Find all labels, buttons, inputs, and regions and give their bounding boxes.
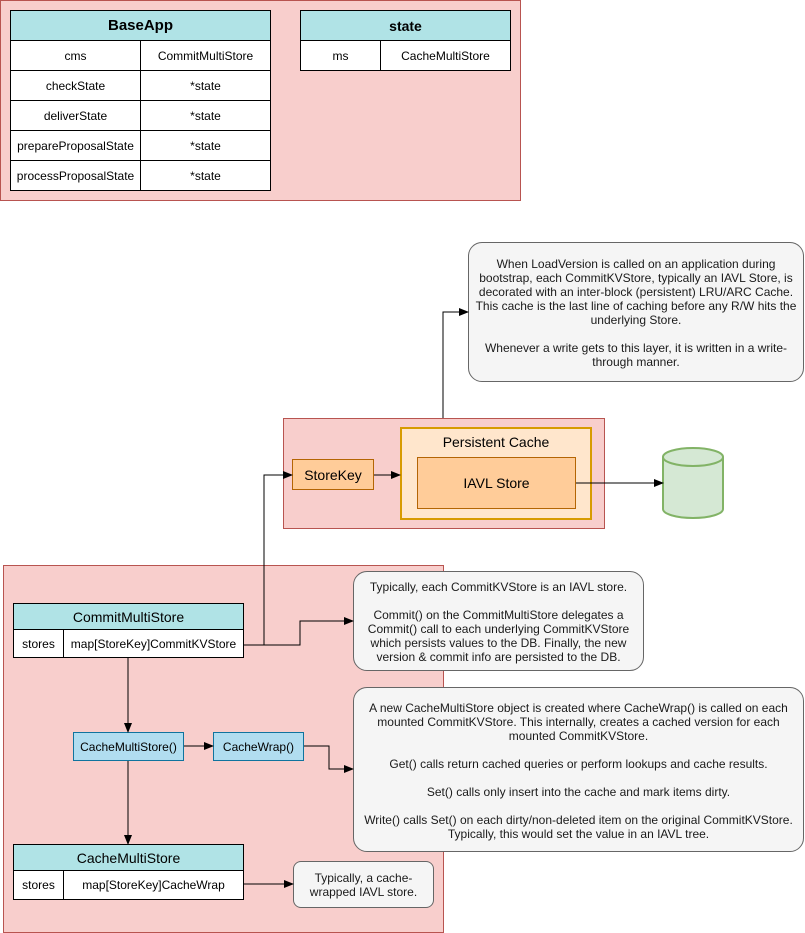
load-version-note-text-1: When LoadVersion is called on an applica… <box>475 257 797 327</box>
cache-note-text-1: A new CacheMultiStore object is created … <box>369 701 788 743</box>
cache-multistore-field: stores <box>13 870 64 900</box>
commit-note-text-2: Commit() on the CommitMultiStore delegat… <box>367 608 630 664</box>
commit-multistore-field: stores <box>13 629 64 658</box>
cache-multistore-title: CacheMultiStore <box>13 844 244 871</box>
state-row-ms-type: CacheMultiStore <box>380 40 511 71</box>
cache-wrap-note-text: Typically, a cache-wrapped IAVL store. <box>309 871 418 899</box>
commit-multistore-title: CommitMultiStore <box>13 603 244 630</box>
cache-note-text-3: Set() calls only insert into the cache a… <box>426 785 731 799</box>
cache-note-text-2: Get() calls return cached queries or per… <box>389 757 768 771</box>
cache-multistore-fn: CacheMultiStore() <box>73 732 184 761</box>
baseapp-row-deliverstate-name: deliverState <box>10 100 141 131</box>
commit-note-text-1: Typically, each CommitKVStore is an IAVL… <box>369 580 628 594</box>
state-title: state <box>300 10 511 41</box>
commit-multistore-type: map[StoreKey]CommitKVStore <box>63 629 244 658</box>
baseapp-row-checkstate-type: *state <box>140 70 271 101</box>
baseapp-row-cms-name: cms <box>10 40 141 71</box>
cache-multistore-type: map[StoreKey]CacheWrap <box>63 870 244 900</box>
store-key-box: StoreKey <box>292 459 374 490</box>
cache-wrap-note: Typically, a cache-wrapped IAVL store. <box>293 861 434 908</box>
cache-note-text-4: Write() calls Set() on each dirty/non-de… <box>364 813 793 841</box>
persistent-cache-title: Persistent Cache <box>442 434 550 450</box>
state-row-ms-name: ms <box>300 40 381 71</box>
cache-wrap-fn: CacheWrap() <box>213 732 304 761</box>
baseapp-row-cms-type: CommitMultiStore <box>140 40 271 71</box>
baseapp-row-deliverstate-type: *state <box>140 100 271 131</box>
load-version-note: When LoadVersion is called on an applica… <box>468 242 804 382</box>
cache-note: A new CacheMultiStore object is created … <box>353 687 804 852</box>
iavl-store-box: IAVL Store <box>417 457 576 509</box>
baseapp-row-processproposal-name: processProposalState <box>10 160 141 191</box>
baseapp-row-prepareproposal-type: *state <box>140 130 271 161</box>
baseapp-title: BaseApp <box>10 10 271 41</box>
arrow-persistent-to-note <box>442 308 469 418</box>
baseapp-row-checkstate-name: checkState <box>10 70 141 101</box>
baseapp-row-prepareproposal-name: prepareProposalState <box>10 130 141 161</box>
load-version-note-text-2: Whenever a write gets to this layer, it … <box>484 341 788 369</box>
commit-note: Typically, each CommitKVStore is an IAVL… <box>353 571 644 671</box>
baseapp-row-processproposal-type: *state <box>140 160 271 191</box>
leveldb-label: LevelDB <box>671 476 717 490</box>
